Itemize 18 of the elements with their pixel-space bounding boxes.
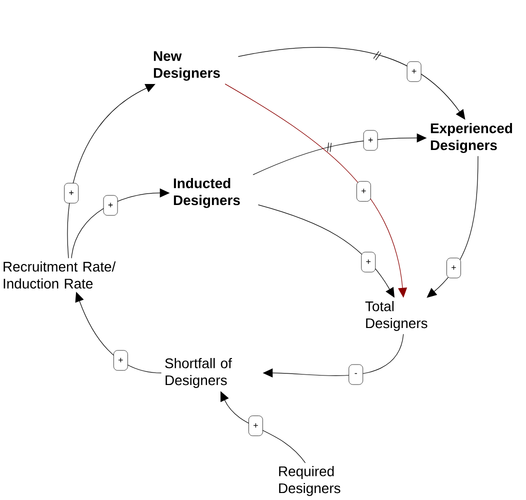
variable-label: Required Designers — [279, 466, 340, 496]
variable-label: Experienced Designers — [430, 122, 512, 153]
polarity-label: + — [103, 195, 118, 216]
polarity-label: + — [406, 61, 422, 82]
polarity-label: + — [446, 258, 461, 278]
polarity-label: + — [363, 130, 378, 151]
variable-label: Inducted Designers — [174, 178, 240, 208]
polarity-label: + — [356, 181, 371, 202]
variable-label: Shortfall of Designers — [165, 358, 232, 388]
polarity-label: + — [248, 416, 263, 436]
polarity-label: + — [114, 350, 128, 371]
polarity-label: + — [361, 252, 376, 272]
polarity-label: - — [348, 364, 364, 385]
arrow — [426, 156, 478, 298]
variable-label: Recruitment Rate/ Induction Rate — [4, 261, 116, 289]
polarity-label: + — [64, 182, 79, 204]
variable-label: Total Designers — [365, 301, 428, 331]
variable-label: New Designers — [154, 51, 220, 81]
